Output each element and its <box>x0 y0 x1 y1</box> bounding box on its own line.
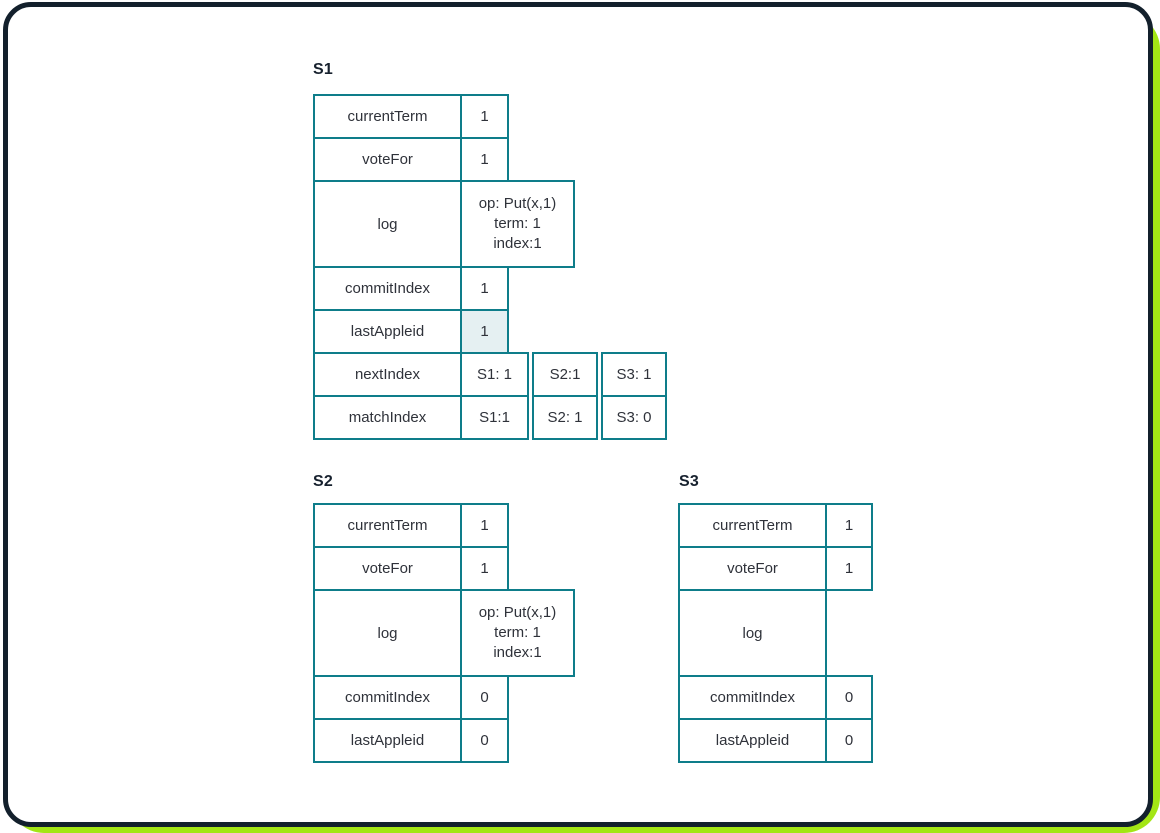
s2-log-label: log <box>313 589 462 677</box>
s1-matchindex-s3: S3: 0 <box>601 395 667 440</box>
s1-lastappleid-label: lastAppleid <box>313 309 462 354</box>
s2-log-entry: op: Put(x,1) term: 1 index:1 <box>460 589 575 677</box>
s1-matchindex-label: matchIndex <box>313 395 462 440</box>
s1-currentterm-label: currentTerm <box>313 94 462 139</box>
s1-log-entry-index: index:1 <box>493 235 542 252</box>
s1-currentterm-value: 1 <box>460 94 509 139</box>
s1-nextindex-s1: S1: 1 <box>460 352 529 397</box>
s3-row-lastappleid: lastAppleid 0 <box>678 718 873 763</box>
s1-title: S1 <box>313 61 333 78</box>
s1-row-matchindex: matchIndex S1:1 S2: 1 S3: 0 <box>313 395 667 440</box>
s1-lastappleid-value-highlighted: 1 <box>460 309 509 354</box>
s2-row-log: log op: Put(x,1) term: 1 index:1 <box>313 589 575 677</box>
s3-title: S3 <box>679 473 699 490</box>
s1-commitindex-label: commitIndex <box>313 266 462 311</box>
s3-row-commitindex: commitIndex 0 <box>678 675 873 720</box>
s2-row-commitindex: commitIndex 0 <box>313 675 575 720</box>
s1-commitindex-value: 1 <box>460 266 509 311</box>
s1-votefor-label: voteFor <box>313 137 462 182</box>
s3-commitindex-value: 0 <box>825 675 873 720</box>
s2-lastappleid-value: 0 <box>460 718 509 763</box>
s1-nextindex-s2: S2:1 <box>532 352 598 397</box>
s2-commitindex-value: 0 <box>460 675 509 720</box>
s1-log-entry-op: op: Put(x,1) <box>478 195 557 212</box>
s1-row-votefor: voteFor 1 <box>313 137 667 182</box>
s3-row-currentterm: currentTerm 1 <box>678 503 873 548</box>
s1-row-lastappleid: lastAppleid 1 <box>313 309 667 354</box>
s3-currentterm-value: 1 <box>825 503 873 548</box>
s2-title: S2 <box>313 473 333 490</box>
s1-nextindex-s3: S3: 1 <box>601 352 667 397</box>
s2-log-entry-index: index:1 <box>493 644 542 661</box>
s1-log-label: log <box>313 180 462 268</box>
s3-row-log: log <box>678 589 873 677</box>
s3-commitindex-label: commitIndex <box>678 675 827 720</box>
s1-row-commitindex: commitIndex 1 <box>313 266 667 311</box>
s2-currentterm-label: currentTerm <box>313 503 462 548</box>
s3-row-votefor: voteFor 1 <box>678 546 873 591</box>
s2-lastappleid-label: lastAppleid <box>313 718 462 763</box>
s3-table: currentTerm 1 voteFor 1 log commitIndex … <box>678 503 873 763</box>
s1-table: currentTerm 1 voteFor 1 log op: Put(x,1)… <box>313 94 667 440</box>
s2-log-entry-op: op: Put(x,1) <box>478 604 557 621</box>
s1-nextindex-label: nextIndex <box>313 352 462 397</box>
s3-currentterm-label: currentTerm <box>678 503 827 548</box>
s2-votefor-label: voteFor <box>313 546 462 591</box>
s1-votefor-value: 1 <box>460 137 509 182</box>
s2-table: currentTerm 1 voteFor 1 log op: Put(x,1)… <box>313 503 575 763</box>
s1-matchindex-s1: S1:1 <box>460 395 529 440</box>
s2-commitindex-label: commitIndex <box>313 675 462 720</box>
s3-log-label: log <box>678 589 827 677</box>
s3-votefor-value: 1 <box>825 546 873 591</box>
s2-currentterm-value: 1 <box>460 503 509 548</box>
s1-matchindex-s2: S2: 1 <box>532 395 598 440</box>
s1-row-currentterm: currentTerm 1 <box>313 94 667 139</box>
s2-row-currentterm: currentTerm 1 <box>313 503 575 548</box>
s1-row-log: log op: Put(x,1) term: 1 index:1 <box>313 180 667 268</box>
s3-votefor-label: voteFor <box>678 546 827 591</box>
s3-lastappleid-label: lastAppleid <box>678 718 827 763</box>
s2-log-entry-term: term: 1 <box>494 624 541 641</box>
s1-row-nextindex: nextIndex S1: 1 S2:1 S3: 1 <box>313 352 667 397</box>
s1-log-entry-term: term: 1 <box>494 215 541 232</box>
s2-row-lastappleid: lastAppleid 0 <box>313 718 575 763</box>
s2-row-votefor: voteFor 1 <box>313 546 575 591</box>
s3-log-entry-empty <box>825 589 873 677</box>
s2-votefor-value: 1 <box>460 546 509 591</box>
s3-lastappleid-value: 0 <box>825 718 873 763</box>
s1-log-entry: op: Put(x,1) term: 1 index:1 <box>460 180 575 268</box>
